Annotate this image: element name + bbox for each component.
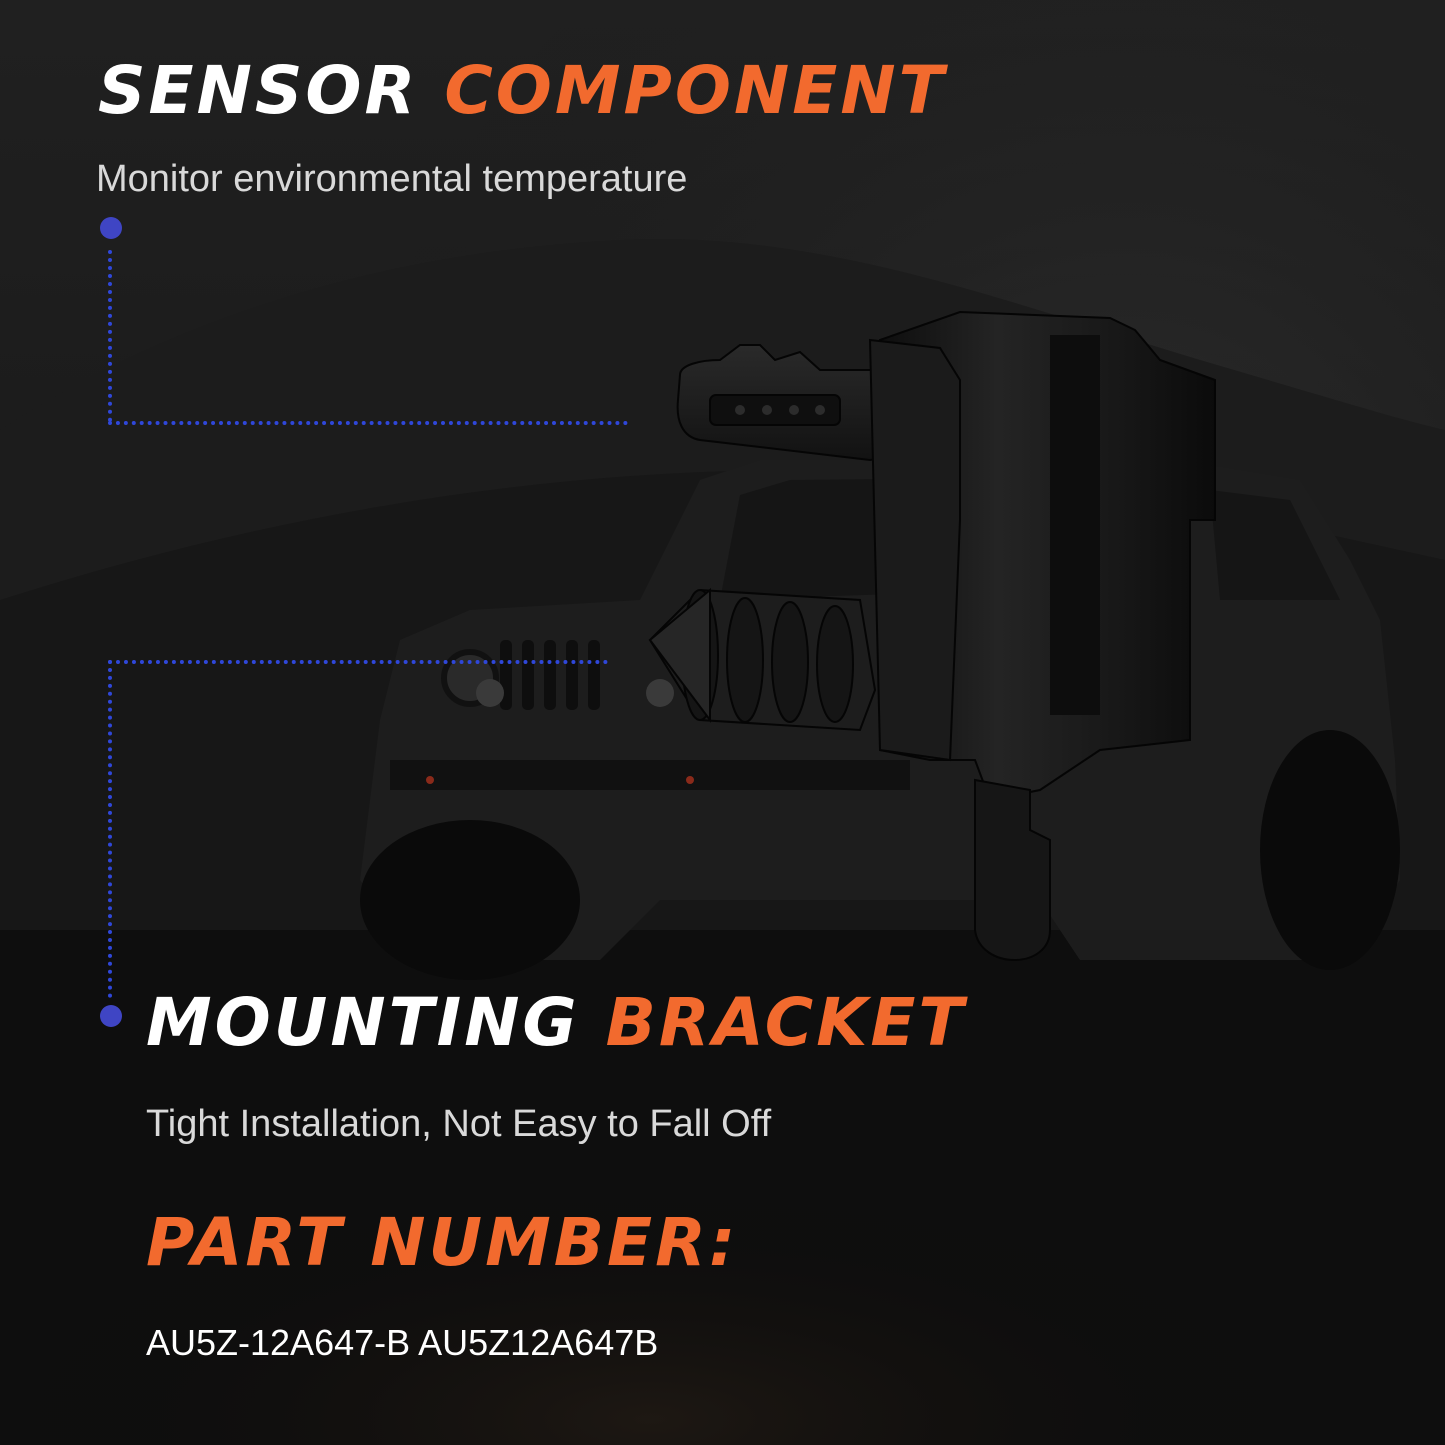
callout-line-bottom-vertical bbox=[108, 660, 112, 998]
callout-line-bottom-horizontal bbox=[108, 660, 608, 664]
title-white-part: MOUNTING bbox=[146, 984, 580, 1061]
part-number-label: PART NUMBER: bbox=[146, 1204, 739, 1281]
mounting-bracket-subtitle: Tight Installation, Not Easy to Fall Off bbox=[146, 1103, 772, 1145]
part-number-title: PART NUMBER: bbox=[146, 1210, 738, 1276]
sensor-component-title: SENSOR COMPONENT bbox=[98, 58, 947, 124]
title-white-part: SENSOR bbox=[98, 52, 419, 129]
callout-dot-bottom bbox=[100, 1005, 122, 1027]
callout-line-top-vertical bbox=[108, 250, 112, 422]
sensor-component-subtitle: Monitor environmental temperature bbox=[96, 158, 688, 200]
mounting-bracket-title: MOUNTING BRACKET bbox=[146, 990, 966, 1056]
part-number-values: AU5Z-12A647-B AU5Z12A647B bbox=[146, 1322, 659, 1363]
title-orange-part: COMPONENT bbox=[444, 52, 947, 129]
title-orange-part: BRACKET bbox=[605, 984, 967, 1061]
callout-line-top-horizontal bbox=[108, 421, 628, 425]
callout-dot-top bbox=[100, 217, 122, 239]
sensor-product bbox=[648, 310, 1216, 961]
